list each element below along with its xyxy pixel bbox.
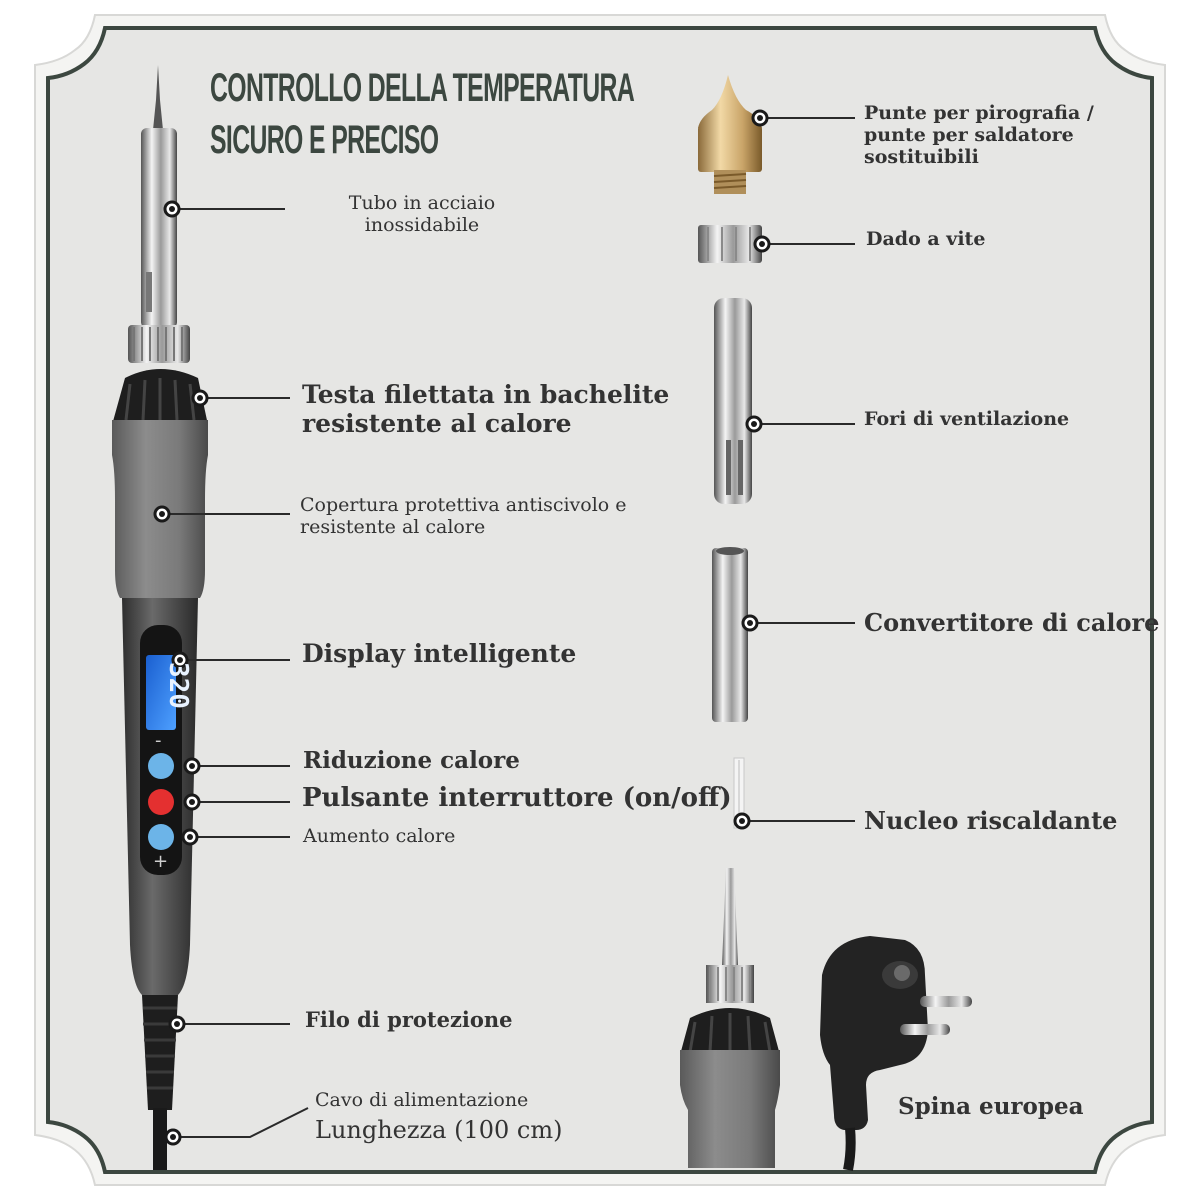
label-cavo: Cavo di alimentazione <box>315 1089 529 1111</box>
screw-nut <box>698 225 762 263</box>
plus-button[interactable] <box>148 824 174 850</box>
label-tubo-line1: Tubo in acciaio <box>348 192 496 214</box>
vent-tube <box>714 298 752 504</box>
heat-converter <box>712 547 748 722</box>
label-lunghezza: Lunghezza (100 cm) <box>315 1116 563 1144</box>
lcd-reading: 320 <box>163 662 193 709</box>
lcd-minus: - <box>155 730 162 751</box>
label-pulsante: Pulsante interruttore (on/off) <box>302 783 732 813</box>
label-nucleo: Nucleo riscaldante <box>864 806 1118 835</box>
label-punte-line1: Punte per pirografia / <box>864 102 1094 124</box>
inner-panel <box>46 26 1154 1174</box>
label-riduzione: Riduzione calore <box>303 747 520 774</box>
label-dado: Dado a vite <box>866 228 986 250</box>
label-punte-line3: sostituibili <box>864 145 979 168</box>
label-fori: Fori di ventilazione <box>864 408 1070 430</box>
power-button[interactable] <box>148 789 174 815</box>
label-filo: Filo di protezione <box>305 1007 513 1032</box>
label-copertura-line2: resistente al calore <box>300 515 486 538</box>
euro-plug <box>820 936 972 1171</box>
page-title: CONTROLLO DELLA TEMPERATURA SICURO E PRE… <box>210 66 634 162</box>
label-tubo: Tubo in acciaio inossidabile <box>332 192 512 237</box>
soldering-iron <box>112 65 208 1170</box>
label-aumento: Aumento calore <box>303 825 456 847</box>
label-display: Display intelligente <box>302 639 577 668</box>
partial-iron <box>680 868 780 1168</box>
label-punte-line2: punte per saldatore <box>864 123 1074 146</box>
label-copertura: Copertura protettiva antiscivolo e resis… <box>300 494 627 539</box>
label-testa-line2: resistente al calore <box>302 408 572 438</box>
minus-button[interactable] <box>148 753 174 779</box>
lcd-plus: + <box>153 851 168 872</box>
lcd-screen <box>146 655 176 730</box>
label-spina: Spina europea <box>898 1093 1084 1120</box>
label-punte: Punte per pirografia / punte per saldato… <box>864 102 1094 169</box>
label-testa-line1: Testa filettata in bachelite <box>302 380 670 409</box>
leader-lines <box>162 117 855 1138</box>
label-tubo-line2: inossidabile <box>364 213 480 236</box>
brass-tip <box>698 75 762 194</box>
label-testa: Testa filettata in bachelite resistente … <box>302 380 670 439</box>
leader-dots <box>153 109 771 1146</box>
label-copertura-line1: Copertura protettiva antiscivolo e <box>300 494 627 516</box>
label-convertitore: Convertitore di calore <box>864 608 1160 637</box>
